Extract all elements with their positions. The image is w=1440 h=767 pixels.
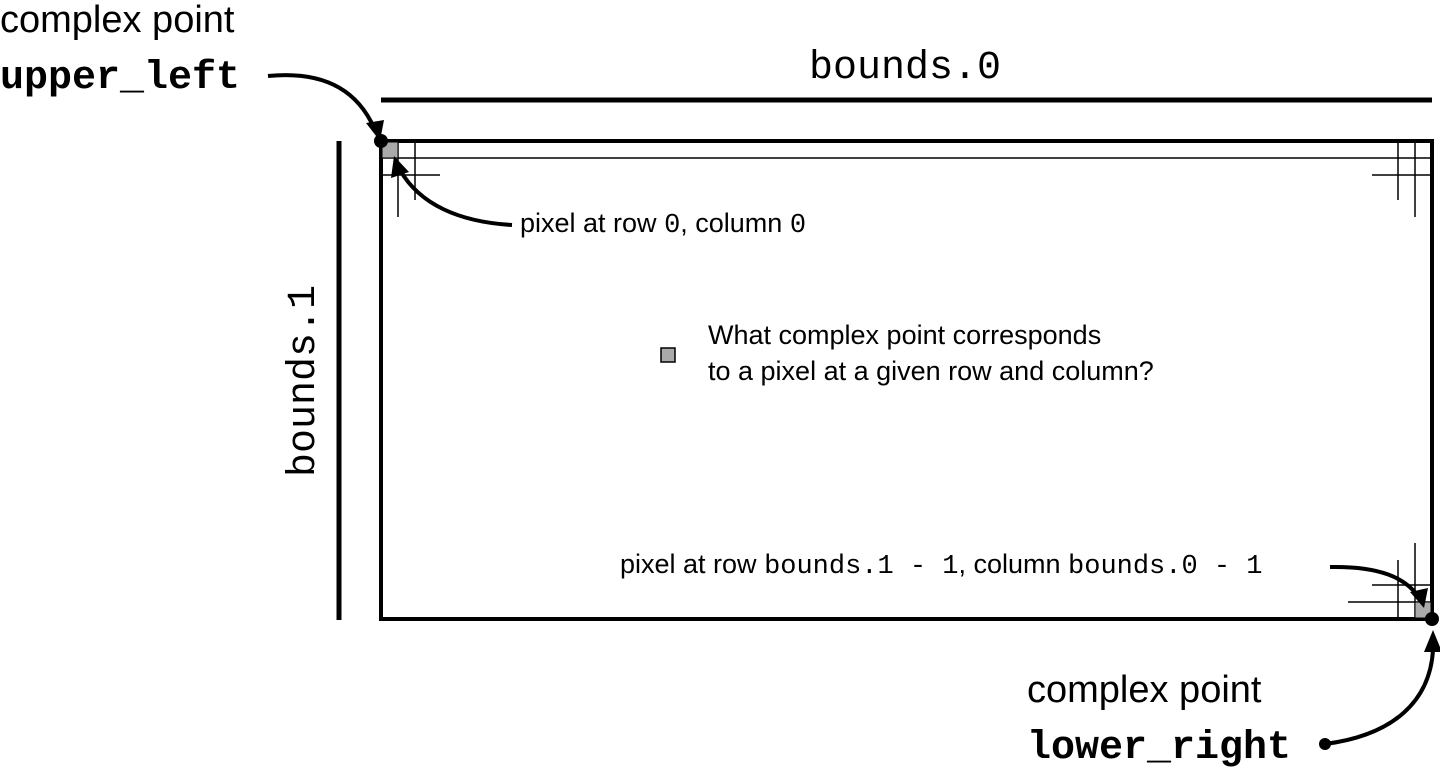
upper-left-arrow: [267, 73, 377, 131]
top-left-pixel-arrowhead: [391, 156, 409, 178]
image-rectangle: [379, 139, 1434, 621]
top-right-pixel-grid: [1372, 141, 1432, 217]
lower-right-name: lower_right: [1027, 726, 1291, 767]
bottom-right-pixel-arrowhead: [1410, 588, 1428, 608]
top-left-pixel-caption: pixel at row 0, column 0: [520, 208, 806, 241]
upper-left-name: upper_left: [0, 56, 240, 101]
bottom-right-pixel-caption: pixel at row bounds.1 - 1, column bounds…: [620, 549, 1262, 582]
bounds-x-label: bounds.0: [809, 46, 1001, 91]
lower-right-arrow: [1324, 649, 1435, 746]
bottom-right-pixel-arrow: [1329, 564, 1420, 598]
upper-left-point: [374, 134, 388, 148]
question-line-2: to a pixel at a given row and column?: [708, 356, 1154, 386]
upper-left-caption: complex point: [0, 0, 235, 41]
sample-pixel: [660, 347, 676, 363]
lower-right-caption: complex point: [1027, 669, 1262, 711]
lower-right-point: [1425, 612, 1439, 626]
lower-right-arrowhead: [1424, 630, 1440, 652]
top-left-pixel-grid: [381, 141, 1432, 217]
question-line-1: What complex point corresponds: [708, 320, 1101, 350]
top-left-pixel: [381, 141, 399, 159]
lower-right-arrow-tail: [1319, 738, 1331, 750]
bounds-y-label: bounds.1: [282, 285, 327, 477]
top-left-pixel-arrow: [398, 169, 513, 227]
